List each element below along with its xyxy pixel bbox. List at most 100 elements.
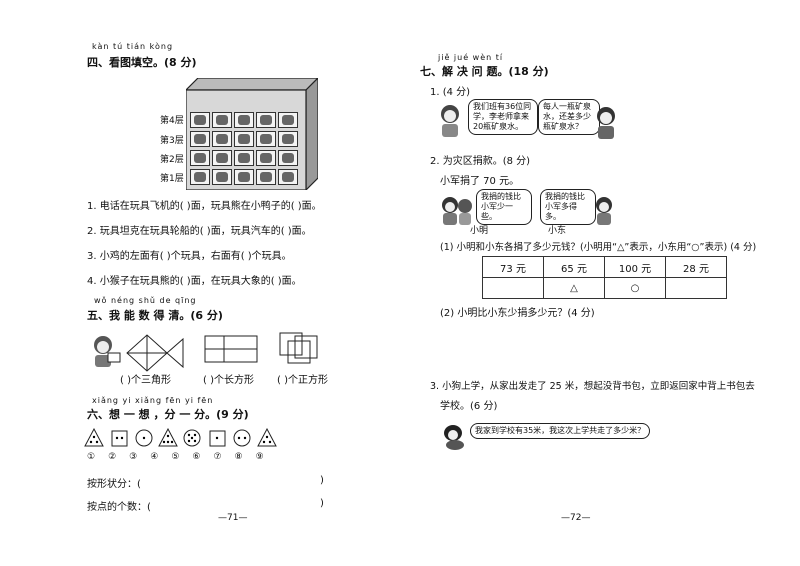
price-cell: 100 元	[604, 256, 666, 278]
rectangles-figure	[204, 335, 258, 363]
bubble-line: 20瓶矿泉水。	[473, 122, 524, 131]
toy-cell	[278, 112, 298, 128]
bubble-line: 瓶矿泉水？	[543, 122, 583, 131]
section5-title: 五、我 能 数 得 清。(6 分)	[87, 309, 223, 322]
bubble-line: 每人一瓶矿泉	[543, 102, 591, 111]
name-xiaodong: 小东	[548, 226, 567, 236]
num-9: ⑨	[255, 452, 277, 462]
squares-figure	[279, 332, 318, 364]
classify-by-shape-close: )	[320, 475, 324, 486]
answer-cell[interactable]: ○	[604, 277, 666, 299]
rectangle-count-label: ( )个长方形	[203, 375, 254, 386]
xiaodong-icon	[590, 196, 620, 226]
price-cell: 28 元	[665, 256, 727, 278]
num-4: ④	[150, 452, 172, 462]
price-table: 73 元 65 元 100 元 28 元 △ ○	[482, 256, 727, 299]
floor-label-1: 第1层	[160, 174, 184, 184]
student-boy-icon	[592, 106, 622, 140]
floor-label-4: 第4层	[160, 116, 184, 126]
page-number-right: —72—	[561, 513, 591, 523]
bubble-line: 水，还差多少	[543, 112, 591, 121]
toy-cell	[256, 131, 276, 147]
answer-cell[interactable]: △	[543, 277, 605, 299]
section6-title: 六、想 一 想 ，分 一 分。(9 分)	[87, 408, 249, 421]
boy-with-book-icon	[88, 333, 122, 369]
toy-cell	[256, 112, 276, 128]
price-row: 73 元 65 元 100 元 28 元	[482, 256, 727, 278]
problem-3-line-1: 3. 小狗上学，从家出发走了 25 米，想起没背书包，立即返回家中背上书包去	[430, 381, 755, 392]
section4-pinyin: kàn tú tián kòng	[92, 42, 174, 51]
toy-cell	[212, 150, 232, 166]
page-number-left: —71—	[218, 513, 248, 523]
square-count-label: ( )个正方形	[277, 375, 328, 386]
classify-by-shape-label: 按形状分：(	[87, 479, 141, 490]
problem-2-question-1: (1) 小明和小东各捐了多少元钱？(小明用“△”表示，小东用“○”表示) (4 …	[440, 242, 757, 253]
toy-cell	[190, 169, 210, 185]
toy-cell	[234, 169, 254, 185]
problem-3-line-2: 学校。(6 分)	[440, 401, 498, 412]
xiaojun-donation: 小军捐了 70 元。	[440, 176, 520, 187]
problem-1-label: 1. (4 分)	[430, 87, 471, 98]
num-3: ③	[129, 452, 151, 462]
fish-shape-figure	[126, 334, 184, 372]
toy-cell	[234, 131, 254, 147]
toy-cell	[278, 150, 298, 166]
section4-title: 四、看图填空。(8 分)	[87, 56, 197, 69]
s4-question-2: 2. 玩具坦克在玩具轮船的( )面，玩具汽车的( )面。	[87, 226, 312, 237]
toy-cell	[212, 112, 232, 128]
bubble-line: 我捐的钱比	[481, 192, 521, 201]
triangle-count-label: ( )个三角形	[120, 375, 171, 386]
num-7: ⑦	[213, 452, 235, 462]
toy-cell	[234, 150, 254, 166]
s4-question-4: 4. 小猴子在玩具熊的( )面，在玩具大象的( )面。	[87, 276, 302, 287]
problem-2-question-2: (2) 小明比小东少捐多少元？(4 分)	[440, 308, 595, 319]
section7-title: 七、解 决 问 题。(18 分)	[420, 65, 549, 78]
toy-cell	[278, 169, 298, 185]
name-xiaoming: 小明	[470, 226, 489, 236]
price-cell: 65 元	[543, 256, 605, 278]
toy-cell	[190, 112, 210, 128]
toy-cell	[278, 131, 298, 147]
classify-by-dots-close: )	[320, 498, 324, 509]
s4-question-3: 3. 小鸡的左面有( )个玩具，右面有( )个玩具。	[87, 251, 292, 262]
price-cell: 73 元	[482, 256, 544, 278]
section7-pinyin: jiě jué wèn tí	[438, 53, 504, 62]
xiaoming-icon	[440, 196, 474, 226]
bubble-line: 小军少一些。	[481, 202, 513, 221]
answer-cell[interactable]	[482, 277, 544, 299]
floor-label-3: 第3层	[160, 136, 184, 146]
num-2: ②	[108, 452, 130, 462]
shelf-grid	[186, 90, 306, 190]
num-6: ⑥	[192, 452, 214, 462]
speech-bubble-student: 每人一瓶矿泉 水，还差多少 瓶矿泉水？	[538, 99, 600, 135]
toy-cell	[190, 131, 210, 147]
problem-2-label: 2. 为灾区捐款。(8 分)	[430, 156, 531, 167]
classify-by-dots-label: 按点的个数：(	[87, 502, 151, 513]
toy-cell	[234, 112, 254, 128]
section5-pinyin: wǒ néng shǔ de qīng	[94, 296, 197, 305]
floor-label-2: 第2层	[160, 155, 184, 165]
toy-cell	[256, 150, 276, 166]
toy-cell	[212, 169, 232, 185]
s4-question-1: 1. 电话在玩具飞机的( )面，玩具熊在小鸭子的( )面。	[87, 201, 322, 212]
speech-bubble-puppy: 我家到学校有35米，我这次上学共走了多少米？	[470, 423, 651, 439]
answer-cell[interactable]	[665, 277, 727, 299]
toy-cell	[212, 131, 232, 147]
num-5: ⑤	[171, 452, 193, 462]
bubble-line: 我捐的钱比	[545, 192, 585, 201]
bubble-line: 我们班有36位同	[473, 102, 532, 111]
puppy-icon	[441, 423, 467, 451]
toy-cell	[256, 169, 276, 185]
bubble-line: 学，李老师拿来	[473, 112, 529, 121]
shape-numbers: ①②③④⑤⑥⑦⑧⑨	[87, 452, 277, 462]
nine-shape-cards	[84, 428, 277, 447]
answer-row: △ ○	[482, 277, 727, 299]
speech-bubble-teacher: 我们班有36位同 学，李老师拿来 20瓶矿泉水。	[468, 99, 538, 135]
speech-bubble-xiaoming: 我捐的钱比 小军少一些。	[476, 189, 532, 225]
bubble-line: 小军多得多。	[545, 202, 577, 221]
section6-pinyin: xiǎng yi xiǎng fēn yi fēn	[92, 396, 214, 405]
teacher-girl-icon	[436, 104, 466, 138]
toy-cell	[190, 150, 210, 166]
num-8: ⑧	[234, 452, 256, 462]
speech-bubble-xiaodong: 我捐的钱比 小军多得多。	[540, 189, 596, 225]
